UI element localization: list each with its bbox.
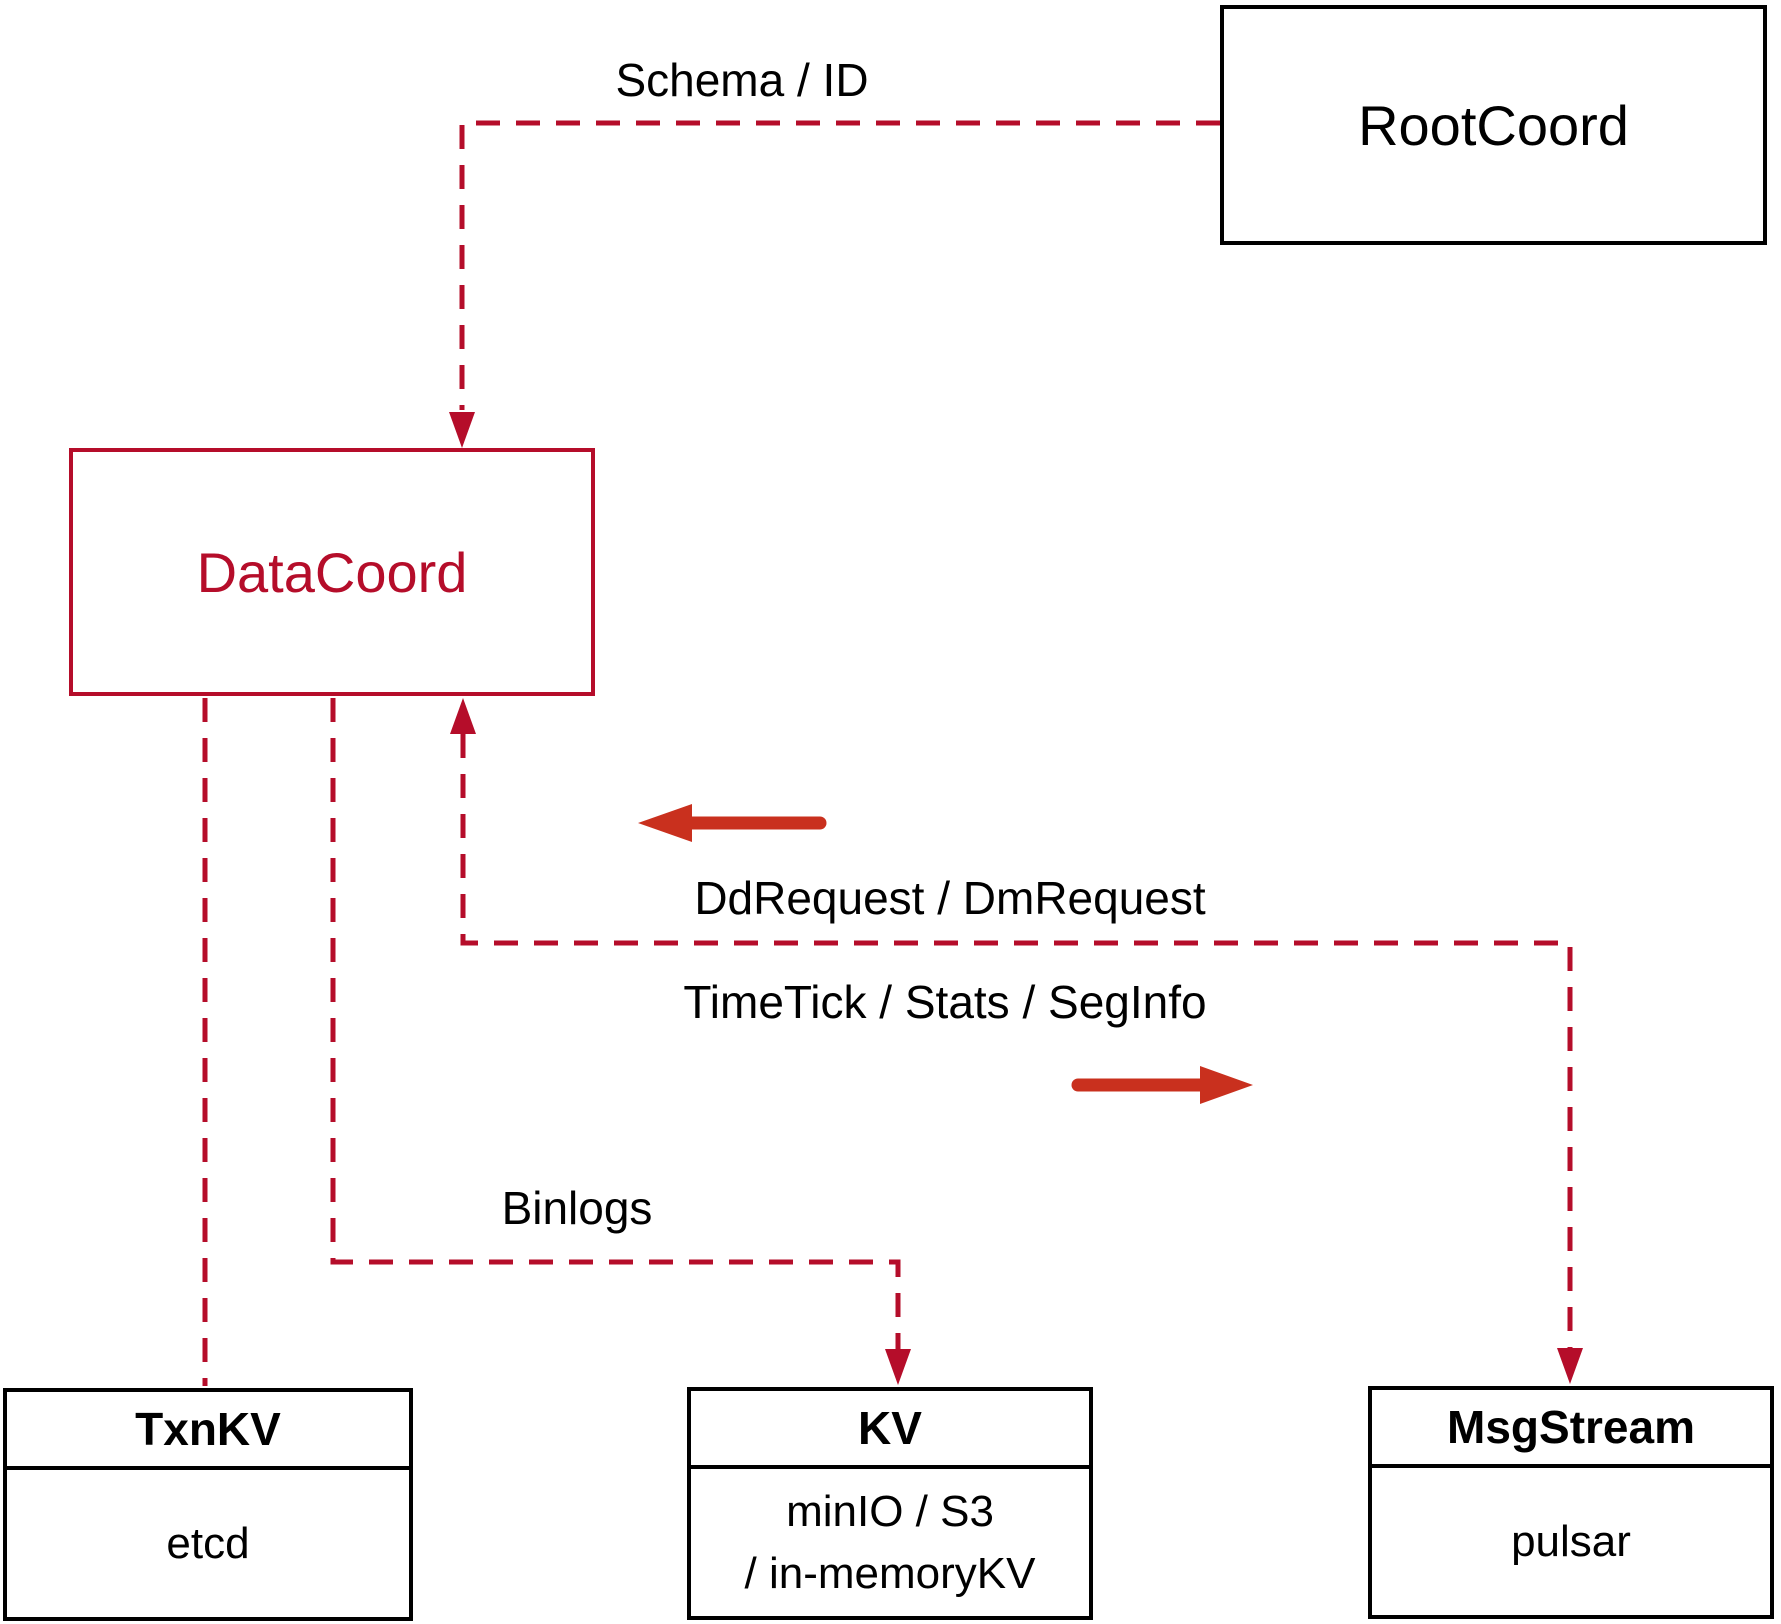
arrowhead-into-kv-icon bbox=[885, 1349, 911, 1385]
edge-label-binlogs: Binlogs bbox=[501, 1182, 653, 1234]
msgstream-node: MsgStream pulsar bbox=[1368, 1386, 1774, 1619]
msgstream-impl-label: pulsar bbox=[1511, 1516, 1631, 1566]
edge-label-ddrequest-dmrequest: DdRequest / DmRequest bbox=[694, 872, 1206, 924]
kv-node: KV minIO / S3 / in-memoryKV bbox=[687, 1387, 1093, 1620]
edge-label-timetick-stats-seginfo: TimeTick / Stats / SegInfo bbox=[683, 976, 1207, 1028]
datacoord-node: DataCoord bbox=[69, 448, 595, 696]
left-direction-arrow-icon bbox=[638, 804, 692, 842]
txnkv-header: TxnKV bbox=[7, 1392, 409, 1470]
txnkv-node: TxnKV etcd bbox=[3, 1388, 413, 1621]
arrowhead-into-datacoord-top-icon bbox=[449, 412, 475, 448]
datacoord-label: DataCoord bbox=[196, 540, 468, 604]
rootcoord-node: RootCoord bbox=[1220, 5, 1767, 245]
arrowhead-into-datacoord-bottom-icon bbox=[450, 698, 476, 734]
msgstream-header: MsgStream bbox=[1372, 1390, 1770, 1468]
rootcoord-label: RootCoord bbox=[1358, 93, 1629, 157]
edge-rootcoord-to-datacoord bbox=[459, 120, 1220, 410]
txnkv-impl-label: etcd bbox=[166, 1518, 250, 1568]
kv-impl-line2: / in-memoryKV bbox=[744, 1548, 1036, 1598]
kv-header: KV bbox=[691, 1391, 1089, 1469]
arrowhead-into-msgstream-icon bbox=[1557, 1348, 1583, 1384]
edge-datacoord-msgstream bbox=[460, 734, 1573, 1348]
kv-impl-line1: minIO / S3 bbox=[786, 1486, 994, 1536]
right-direction-arrow-icon bbox=[1200, 1066, 1253, 1104]
edge-datacoord-to-kv-binlogs bbox=[330, 698, 901, 1349]
edge-label-schema-id: Schema / ID bbox=[615, 54, 869, 106]
